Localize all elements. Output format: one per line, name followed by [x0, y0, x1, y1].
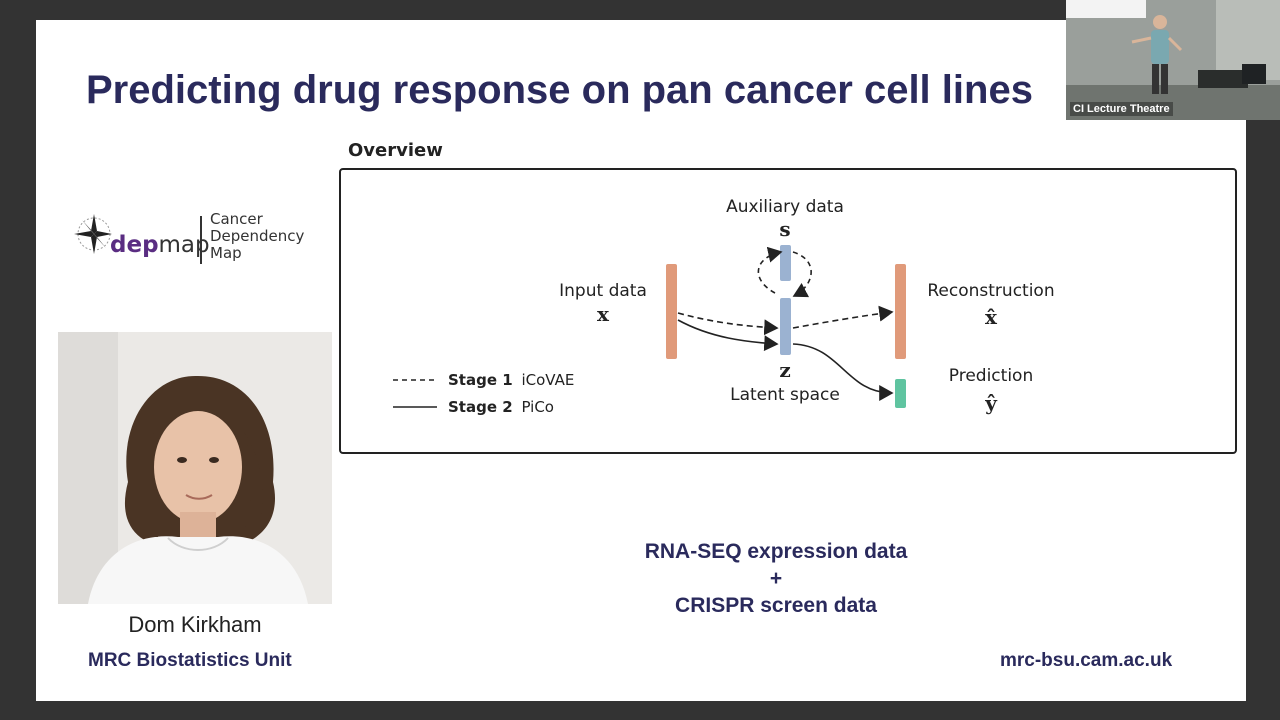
logo-subtitle: Cancer Dependency Map [210, 210, 305, 262]
data-line-plus: + [769, 567, 783, 590]
diagram-svg: Auxiliary data s Input data x z Latent s… [393, 197, 1055, 416]
stage1-latent-to-recon [792, 305, 894, 329]
data-line-crispr: CRISPR screen data [675, 594, 877, 617]
depmap-wordmark: depmap [110, 232, 210, 258]
prediction-label: Prediction [949, 366, 1033, 386]
latent-label: Latent space [730, 385, 840, 405]
overview-diagram: Auxiliary data s Input data x z Latent s… [339, 168, 1237, 454]
data-sources: RNA-SEQ expression data + CRISPR screen … [576, 538, 976, 619]
reconstruction-symbol: x̂ [985, 305, 998, 329]
affiliation: MRC Biostatistics Unit [88, 650, 292, 671]
slide: Predicting drug response on pan cancer c… [36, 20, 1246, 701]
latent-symbol: z [779, 358, 790, 382]
speaker-portrait [58, 332, 332, 604]
input-symbol: x [597, 302, 610, 326]
aux-bar [780, 245, 791, 281]
input-bar [666, 264, 677, 359]
legend-stage2: Stage 2 PiCo [448, 398, 554, 416]
overview-label: Overview [348, 140, 443, 161]
stage2-input-to-latent [677, 319, 779, 352]
reconstruction-label: Reconstruction [927, 281, 1054, 301]
legend-stage1: Stage 1 iCoVAE [448, 371, 574, 389]
auxiliary-label: Auxiliary data [726, 197, 844, 217]
auxiliary-symbol: s [779, 217, 790, 241]
webcam-label: CI Lecture Theatre [1070, 102, 1173, 116]
logo-divider [200, 216, 202, 264]
reconstruction-bar [895, 264, 906, 359]
speaker-photo [58, 332, 332, 604]
data-line-rnaseq: RNA-SEQ expression data [644, 540, 908, 563]
stage2-latent-to-pred [792, 343, 894, 401]
prediction-symbol: ŷ [984, 391, 998, 415]
footer-url: mrc-bsu.cam.ac.uk [1000, 650, 1173, 671]
input-label: Input data [559, 281, 647, 301]
lecture-room-view [1066, 0, 1280, 120]
latent-bar [780, 298, 791, 355]
slide-title: Predicting drug response on pan cancer c… [86, 68, 1033, 112]
aux-loop-arrow [757, 246, 783, 294]
speaker-name: Dom Kirkham [128, 612, 262, 637]
depmap-logo: depmap Cancer Dependency Map [72, 208, 312, 268]
compass-icon [74, 214, 112, 254]
aux-loop-arrow-2 [792, 251, 812, 298]
webcam-thumbnail[interactable]: CI Lecture Theatre [1066, 0, 1280, 120]
stage1-input-to-latent [677, 312, 779, 336]
prediction-bar [895, 379, 906, 408]
